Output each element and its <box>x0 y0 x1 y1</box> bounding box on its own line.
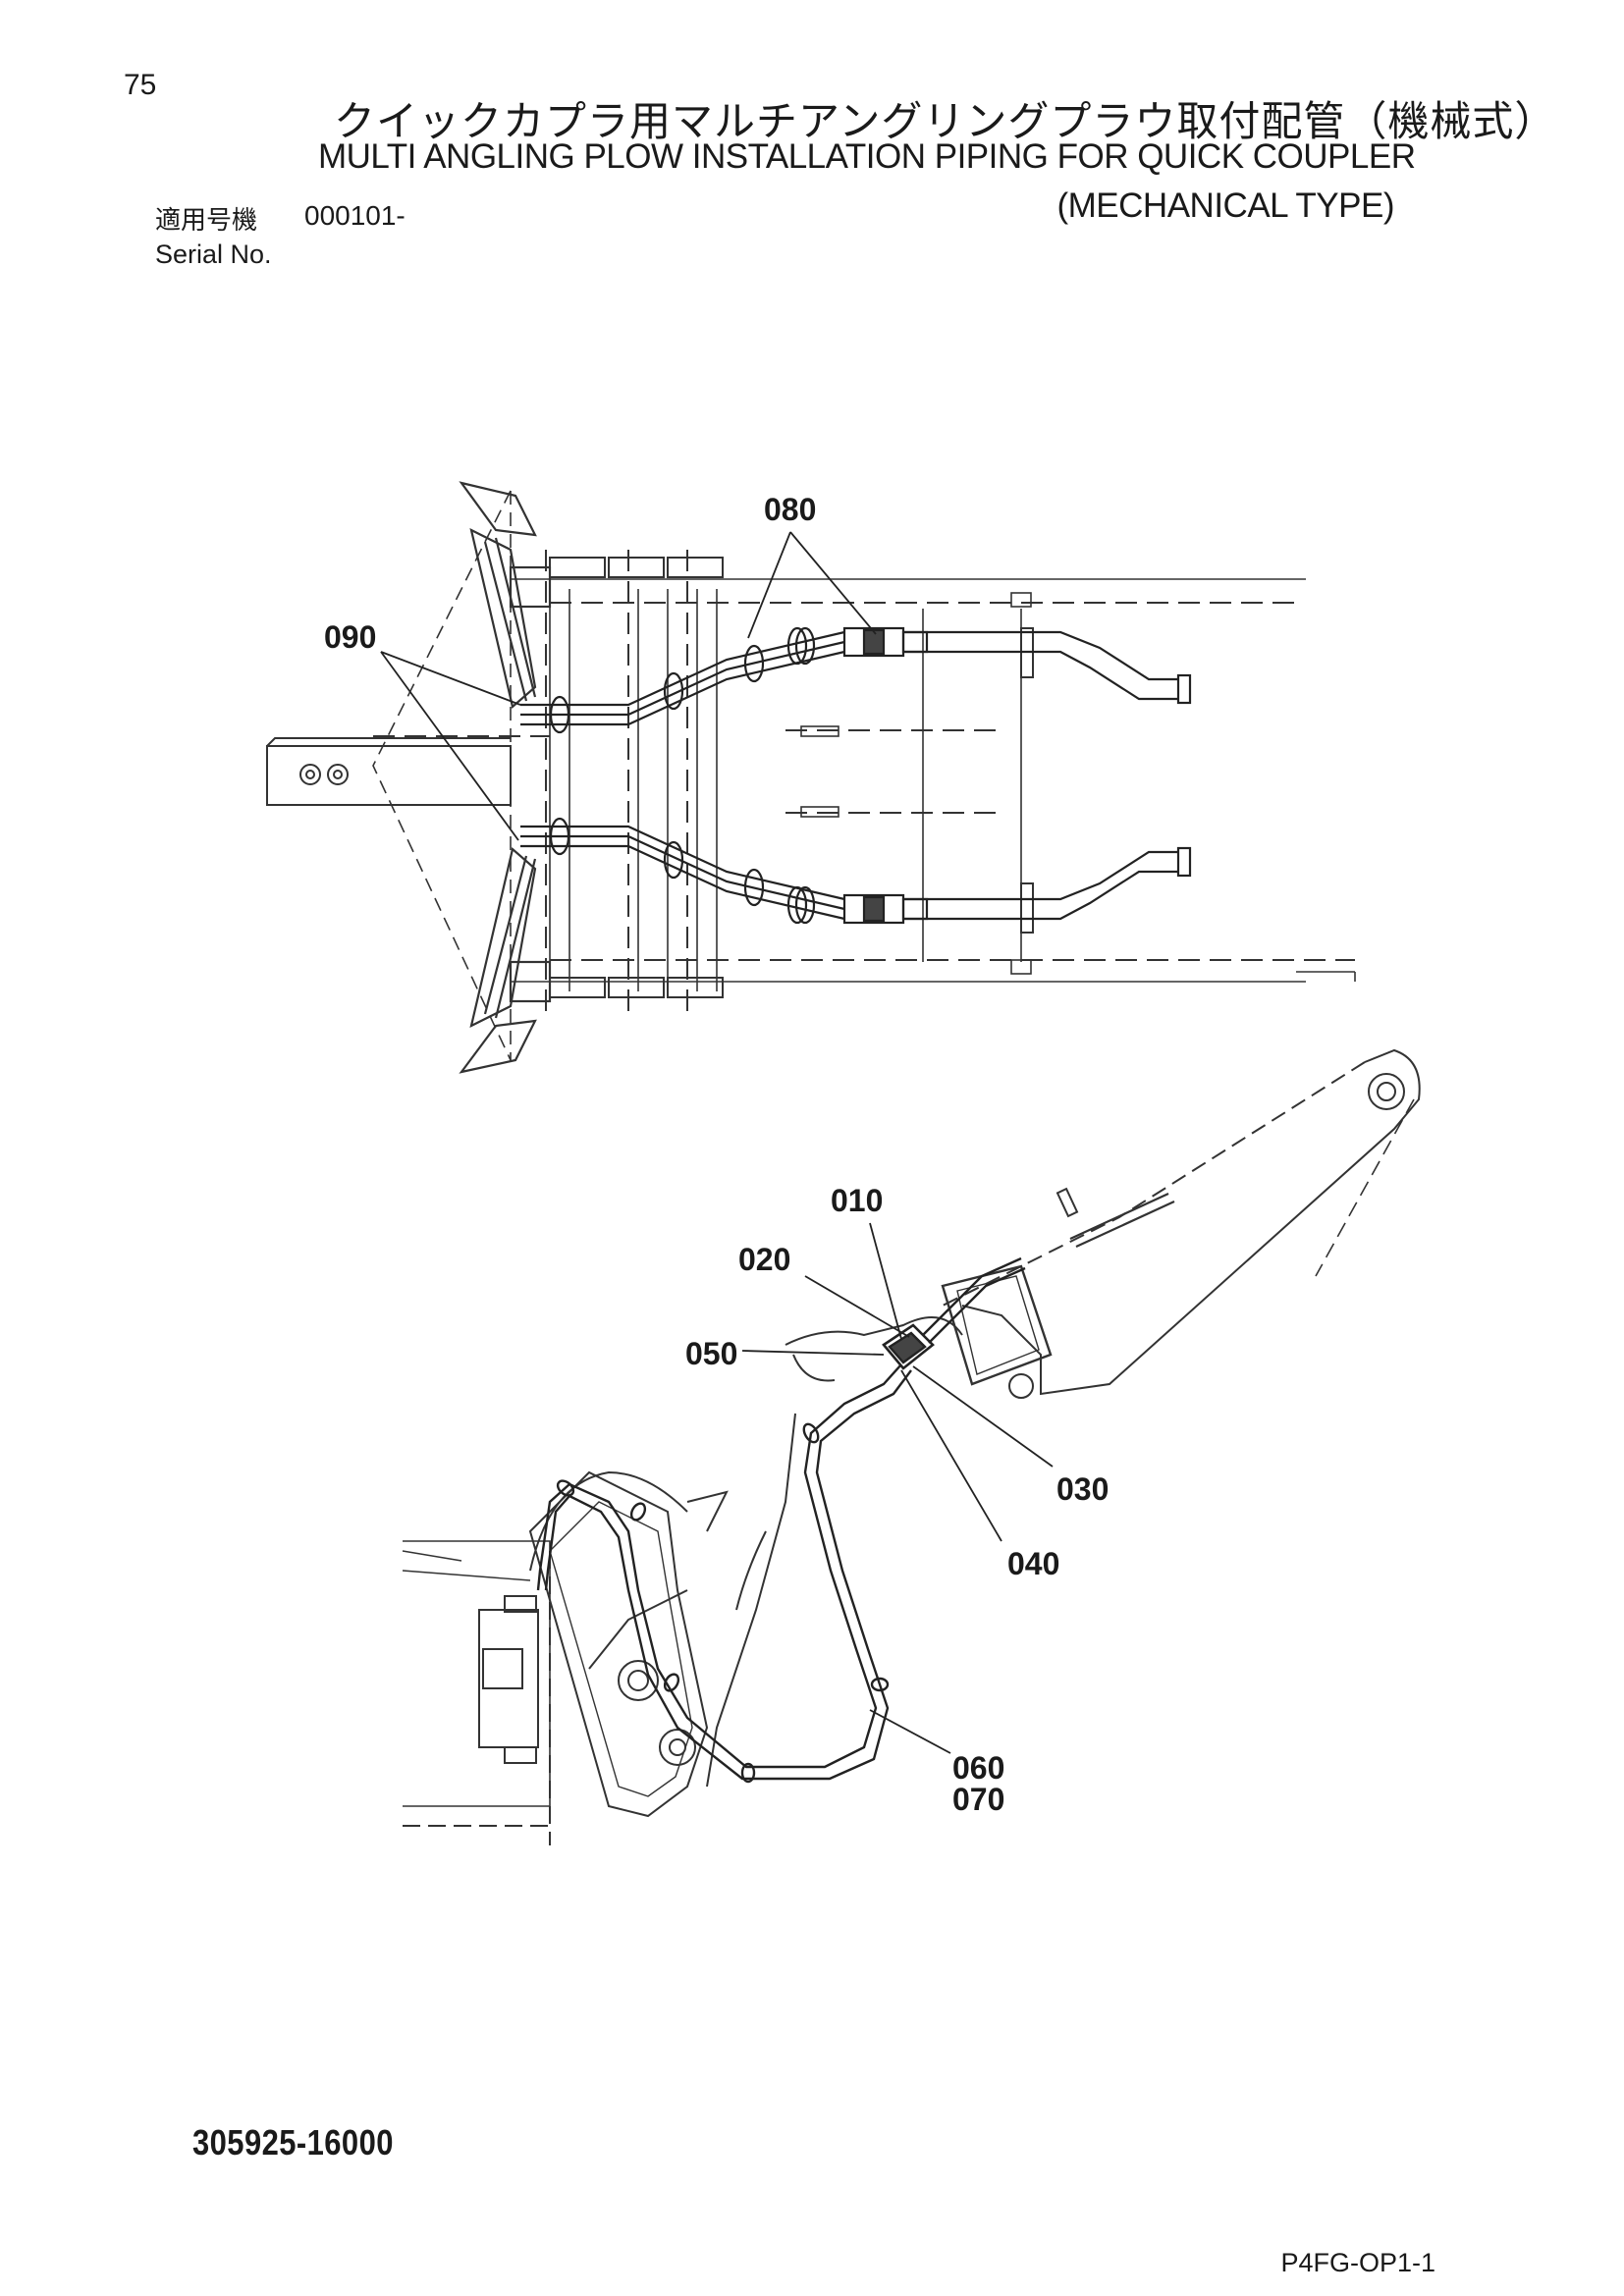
lower-hose-pair <box>520 817 1192 925</box>
serial-label-english: Serial No. <box>155 240 272 269</box>
callout-060: 060 <box>952 1750 1004 1786</box>
top-view-leaders <box>380 531 877 841</box>
title-english: MULTI ANGLING PLOW INSTALLATION PIPING F… <box>318 137 1416 176</box>
side-view-leaders <box>741 1222 1054 1754</box>
side-view-hose <box>536 1256 1026 1784</box>
callout-070: 070 <box>952 1782 1004 1817</box>
callout-050: 050 <box>685 1336 737 1371</box>
sheet-code: P4FG-OP1-1 <box>1280 2248 1435 2277</box>
upper-hose-pair <box>520 626 1192 734</box>
callout-010: 010 <box>831 1183 883 1218</box>
page-number: 75 <box>124 69 157 101</box>
top-view-drawing <box>266 481 1356 1074</box>
side-view-drawing <box>402 1048 1421 1845</box>
callout-030: 030 <box>1056 1471 1109 1507</box>
callout-040: 040 <box>1007 1546 1059 1581</box>
serial-label-japanese: 適用号機 <box>155 206 258 236</box>
title-japanese: クイックカプラ用マルチアングリングプラウ取付配管（機械式） <box>334 97 1557 145</box>
serial-number-value: 000101- <box>304 200 406 231</box>
title-english-subtitle: (MECHANICAL TYPE) <box>1056 187 1395 225</box>
callout-090: 090 <box>324 619 376 655</box>
drawing-number: 305925-16000 <box>192 2122 394 2163</box>
callout-020: 020 <box>738 1242 790 1277</box>
callout-080: 080 <box>764 492 816 527</box>
